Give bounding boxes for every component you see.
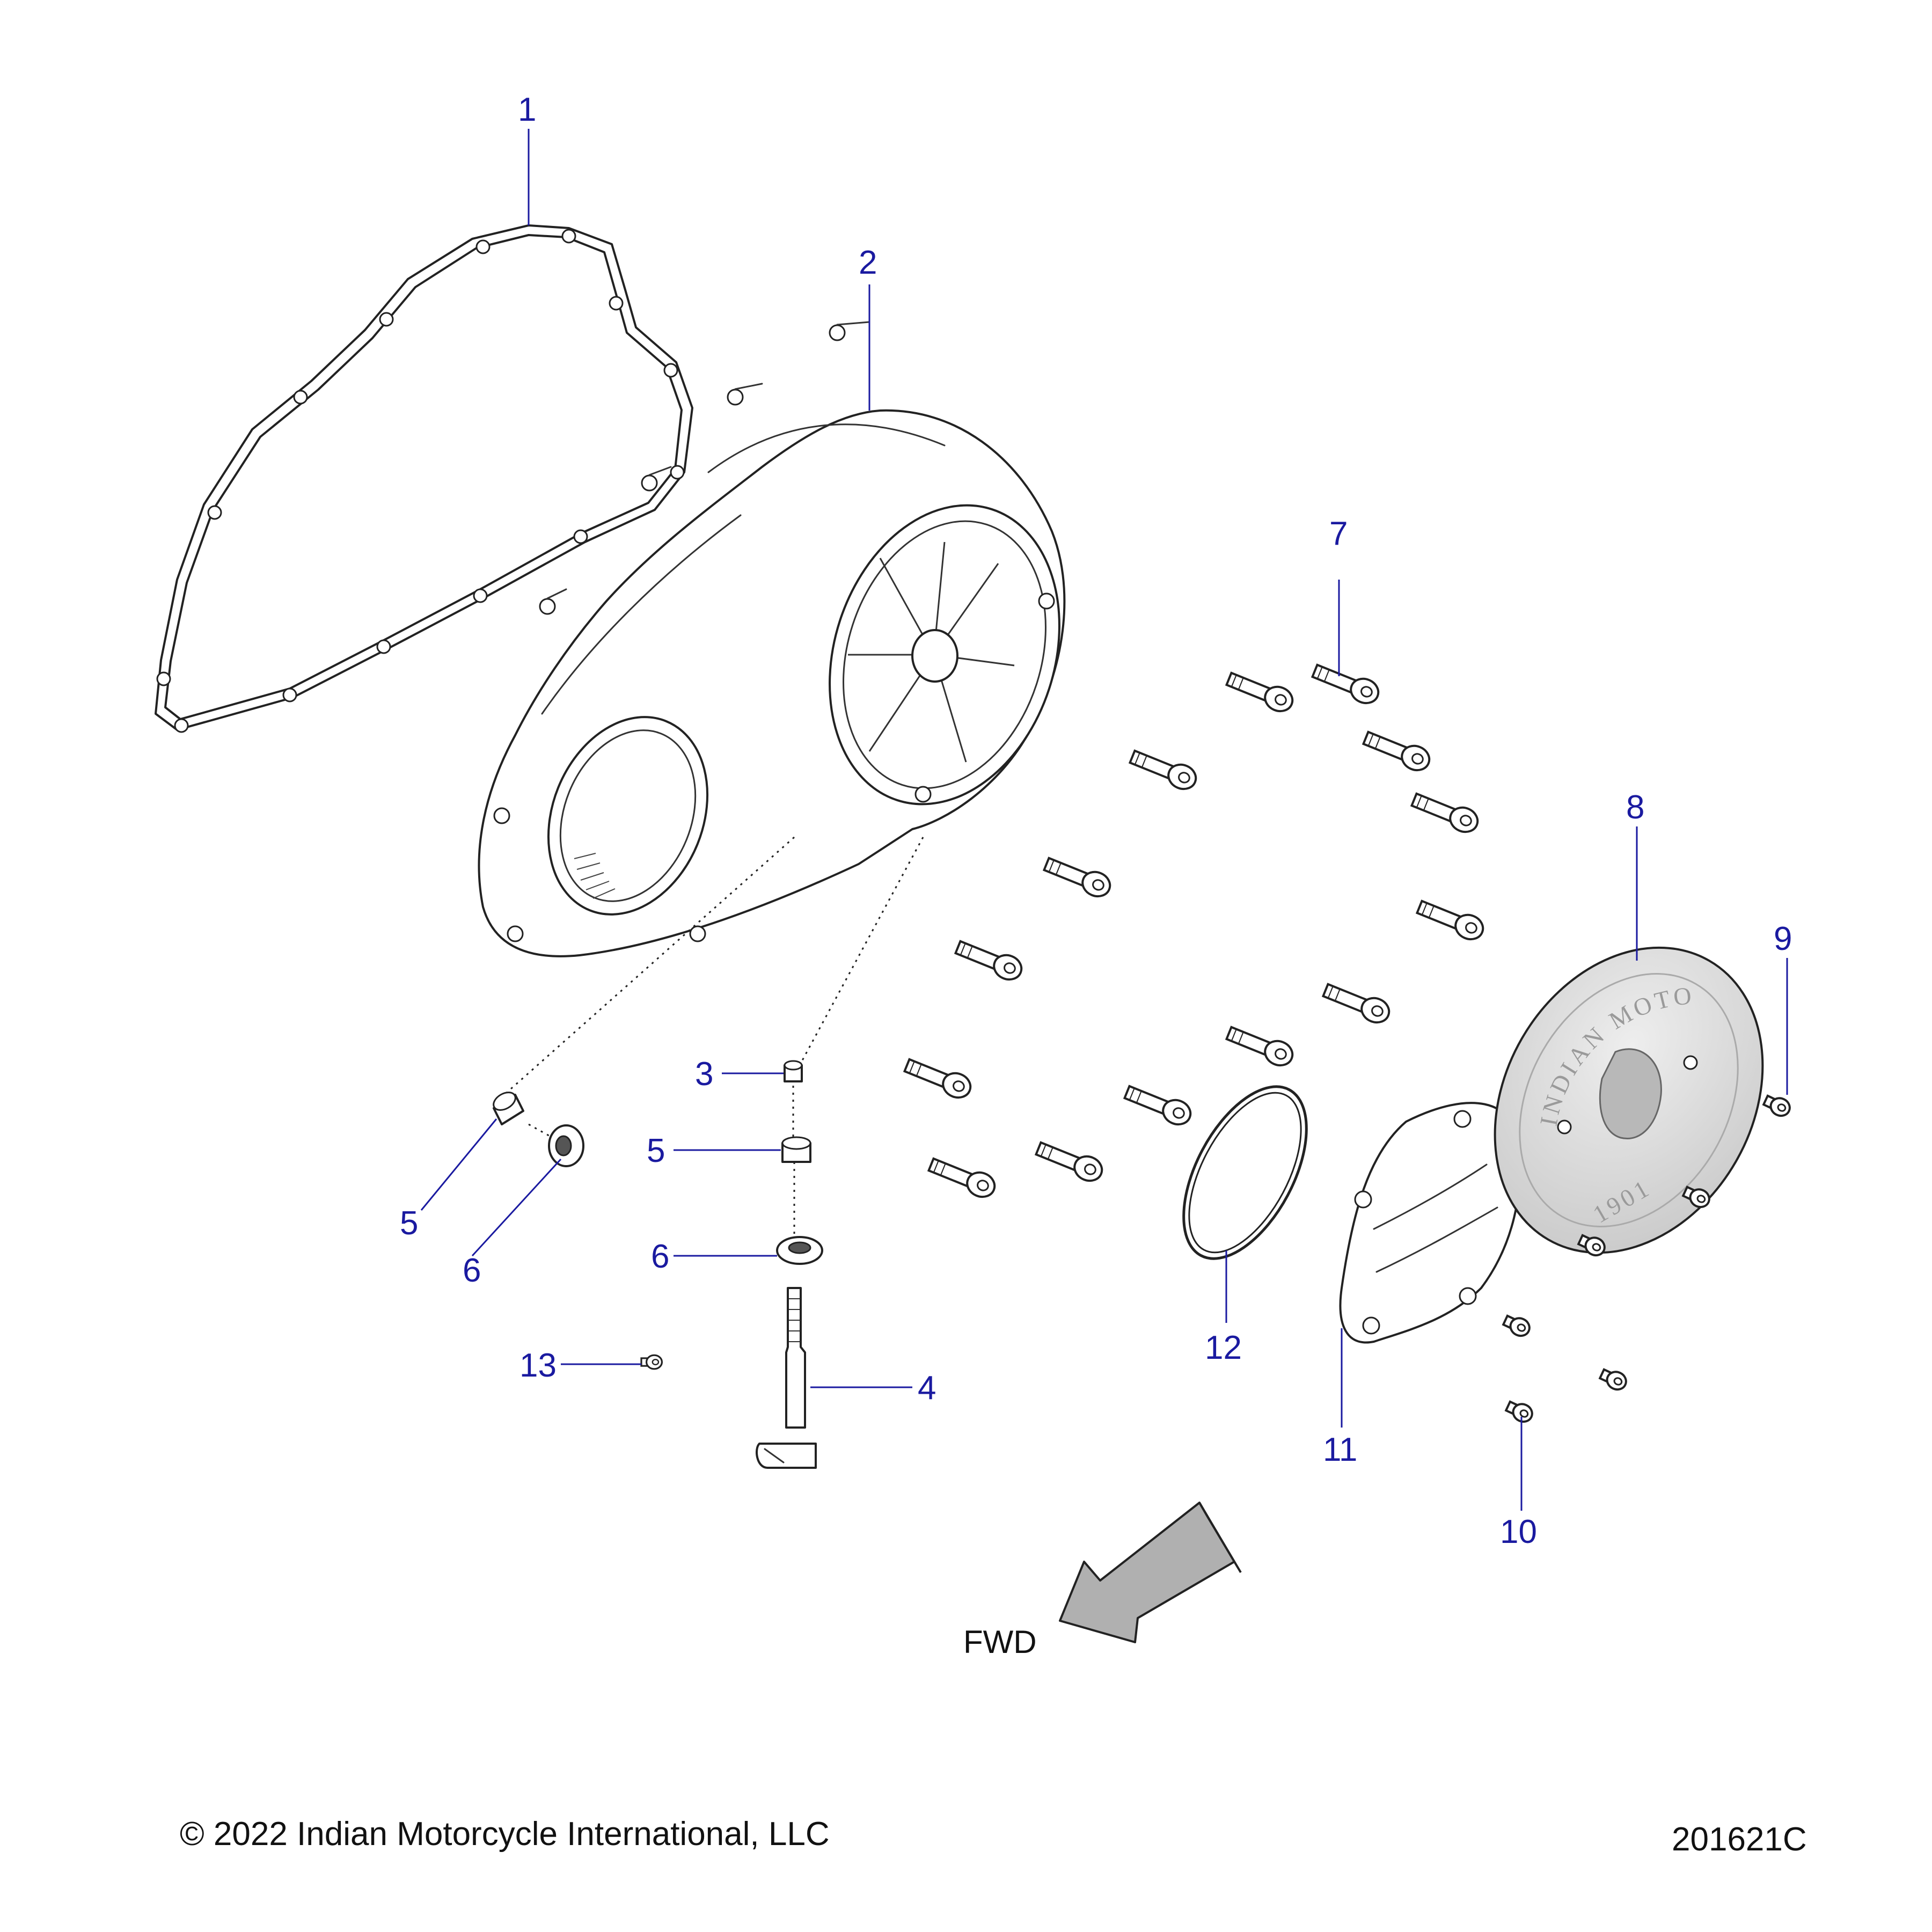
primary-cover [478, 321, 1066, 957]
callout-4: 4 [918, 1370, 936, 1407]
gasket [155, 224, 693, 733]
callout-13: 13 [519, 1347, 557, 1384]
callout-12: 12 [1205, 1329, 1242, 1366]
callout-5-left: 5 [400, 1205, 418, 1242]
seal-left [548, 1124, 584, 1167]
o-ring [1182, 1085, 1308, 1260]
emblem-plate [1339, 1102, 1521, 1344]
chief-head-icon [1599, 1048, 1662, 1139]
copyright-text: © 2022 Indian Motorcycle International, … [180, 1816, 830, 1853]
callout-10: 10 [1500, 1513, 1537, 1550]
seal-center [776, 1236, 823, 1265]
callout-7: 7 [1329, 515, 1348, 552]
callout-9: 9 [1774, 920, 1792, 957]
bushing [784, 1060, 803, 1082]
callout-6-center: 6 [651, 1238, 669, 1275]
callout-11: 11 [1323, 1431, 1357, 1468]
callout-1: 1 [518, 91, 536, 128]
callout-2: 2 [859, 244, 877, 281]
needle-bearing-left [493, 1092, 524, 1125]
direction-label: FWD [963, 1624, 1037, 1660]
shaft [756, 1287, 817, 1469]
small-screw [640, 1354, 663, 1370]
callout-6-left: 6 [463, 1252, 481, 1289]
callout-8: 8 [1626, 789, 1644, 826]
leader-lines [420, 129, 1788, 1511]
callout-5-center: 5 [647, 1132, 665, 1169]
needle-bearing-center [781, 1136, 811, 1163]
drawing-number: 201621C [1672, 1821, 1807, 1858]
forward-arrow-icon [1059, 1502, 1242, 1643]
callout-3: 3 [695, 1056, 713, 1093]
